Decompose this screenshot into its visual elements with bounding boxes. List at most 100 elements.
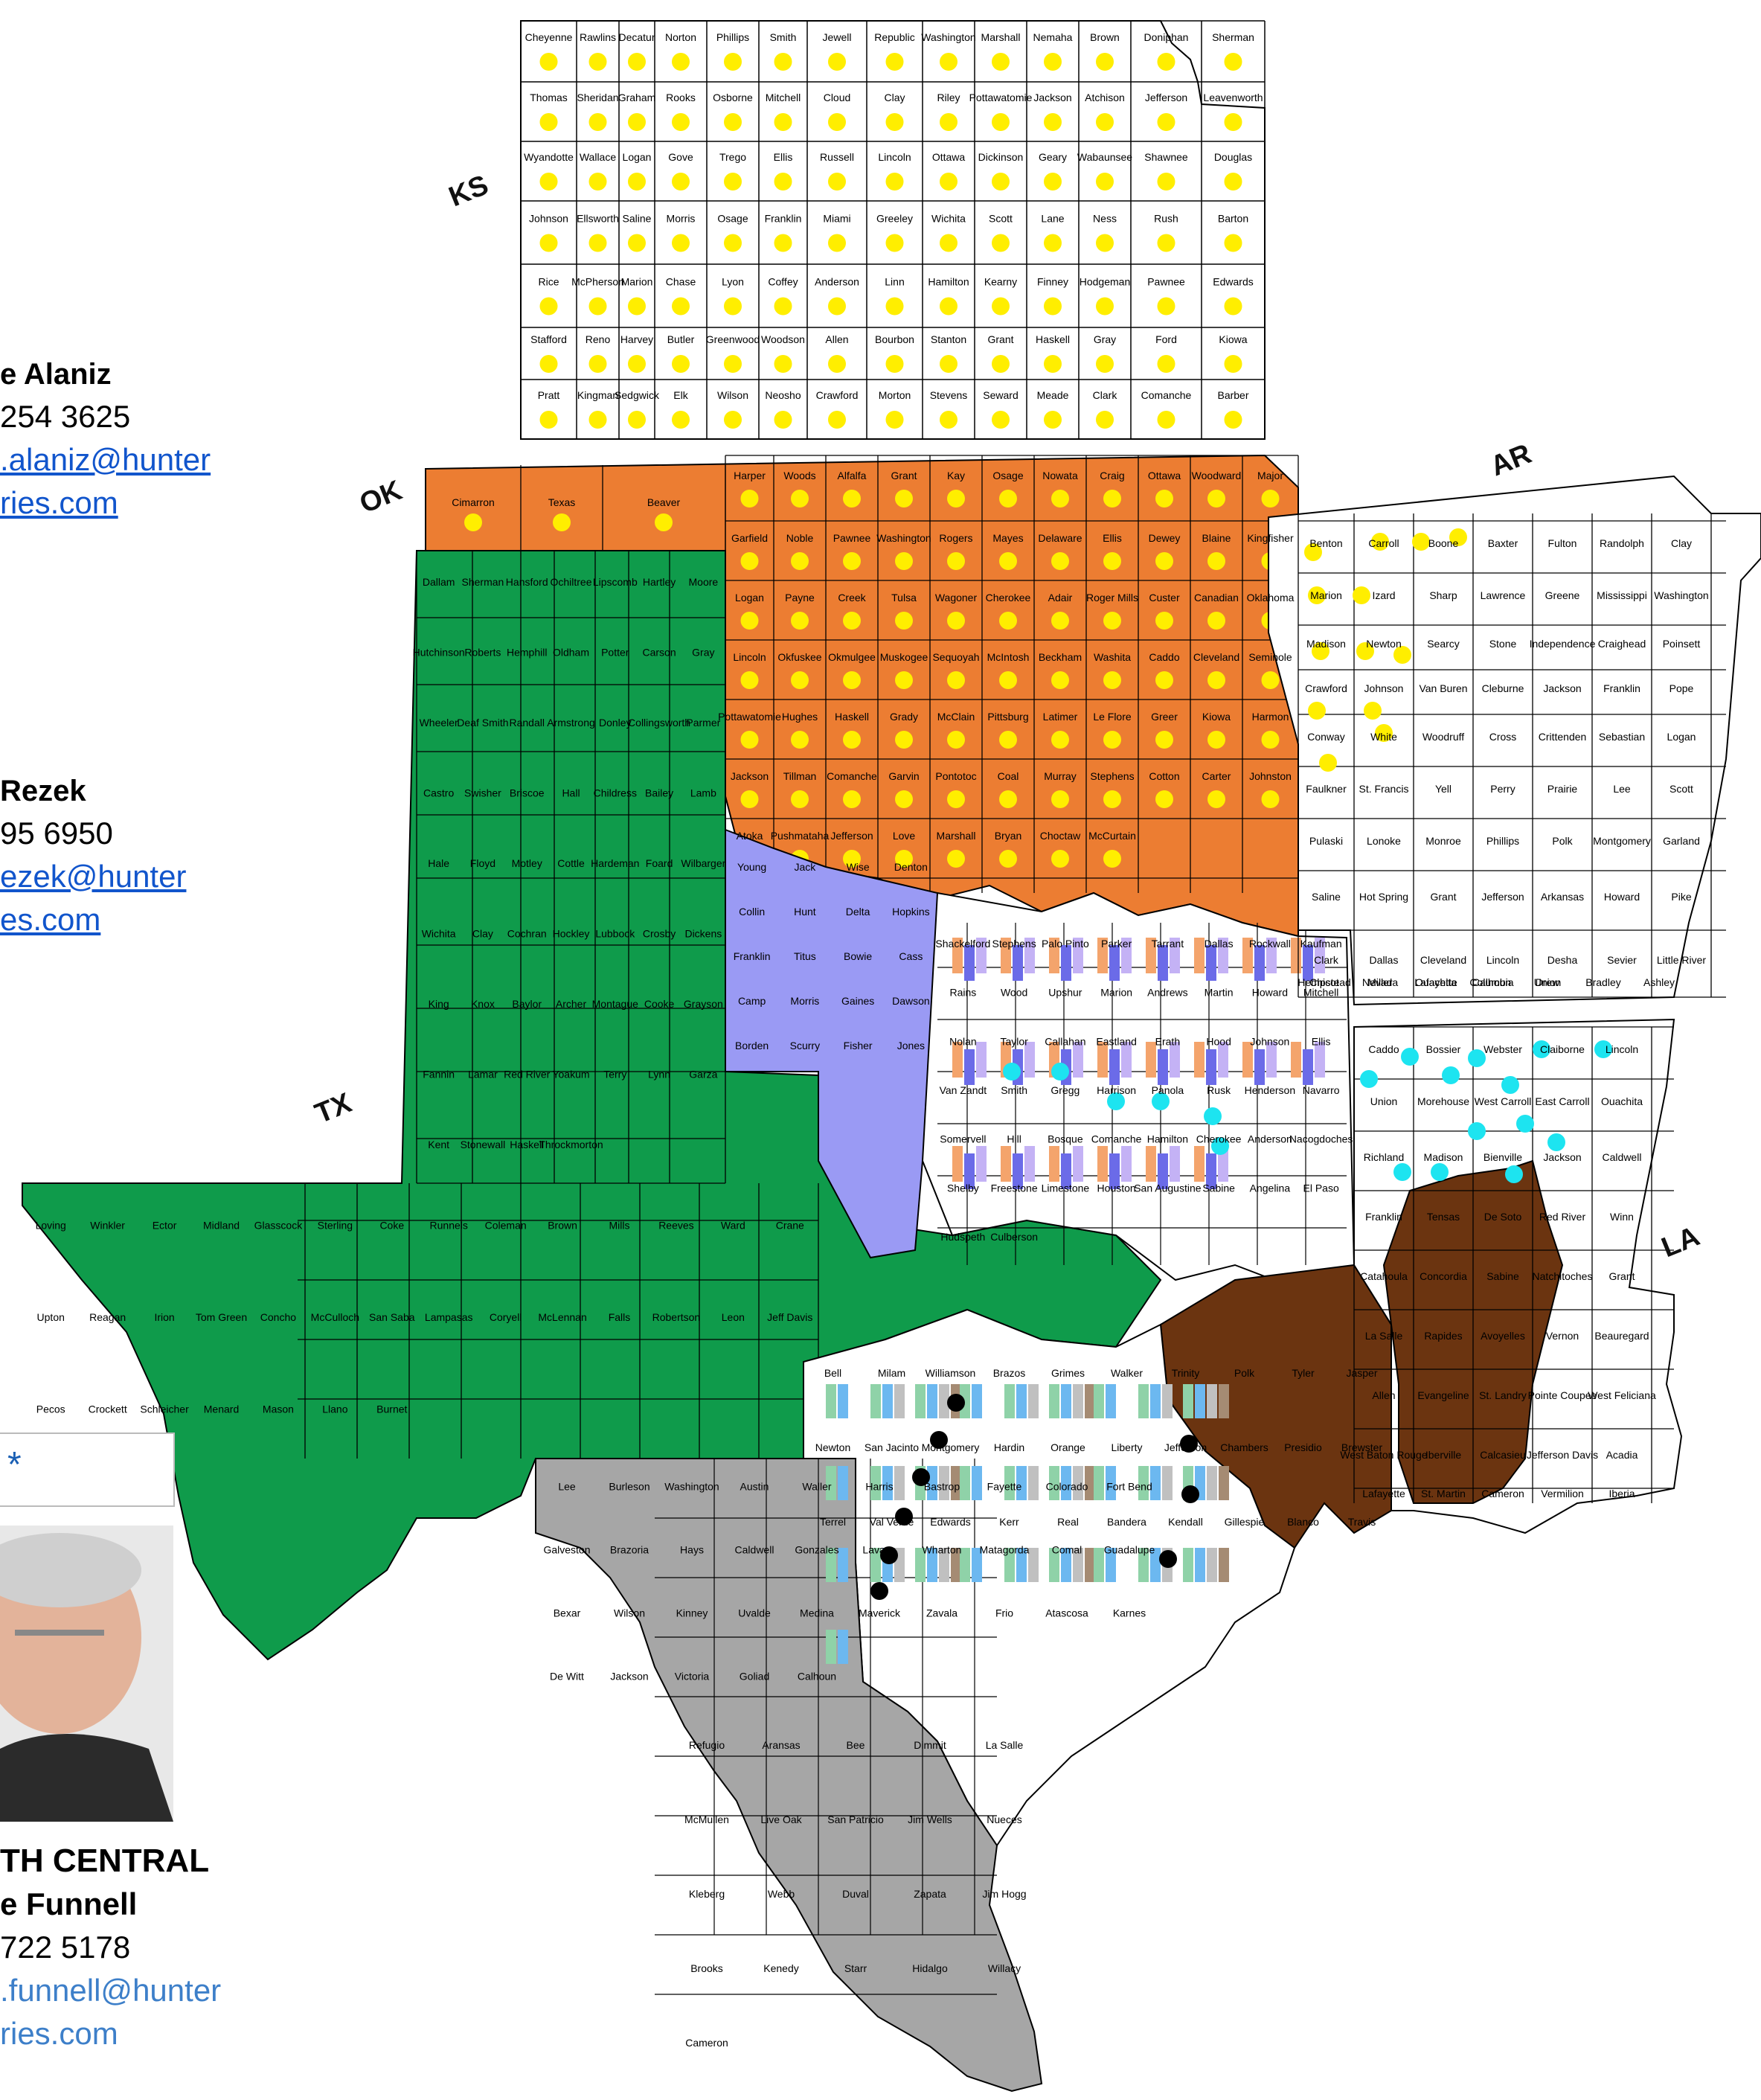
county-label: Dallas	[1370, 954, 1399, 966]
county-label: Ashley	[1643, 976, 1675, 988]
dealer-marker	[1096, 297, 1114, 316]
county-label: Cottle	[557, 857, 585, 869]
contact-email-link[interactable]: ezek@hunter	[0, 859, 187, 894]
county-label: Linn	[885, 276, 904, 288]
county-label: Rooks	[666, 92, 696, 103]
county-label: Hempstead	[1298, 976, 1351, 988]
dealer-marker	[1364, 702, 1382, 720]
dealer-marker	[1103, 612, 1121, 630]
county-label: Matagorda	[980, 1544, 1030, 1556]
dealer-marker	[1224, 411, 1242, 429]
bar-marker	[1106, 1548, 1116, 1582]
county-label: Delta	[846, 906, 870, 918]
county-label: Jewell	[823, 31, 852, 43]
county-label: Custer	[1149, 592, 1180, 604]
dealer-marker	[1308, 702, 1326, 720]
county-label: Falls	[609, 1311, 631, 1323]
dealer-marker	[1207, 490, 1225, 508]
county-label: Throckmorton	[539, 1139, 603, 1150]
county-label: Jack	[794, 861, 816, 873]
bar-marker	[1049, 1466, 1059, 1500]
dealer-marker	[588, 355, 607, 373]
dealer-marker	[843, 731, 861, 749]
county-label: Tillman	[783, 770, 817, 782]
bar-marker	[1218, 1146, 1228, 1182]
county-label: Poinsett	[1663, 638, 1701, 650]
county-label: Gray	[692, 647, 714, 659]
county-label: Eastland	[1096, 1035, 1136, 1047]
county-label: Pike	[1671, 891, 1691, 903]
county-label: Menard	[204, 1403, 239, 1415]
county-label: Sherman	[1212, 31, 1254, 43]
bar-marker	[1073, 1548, 1083, 1582]
bar-marker	[894, 1384, 905, 1418]
county-label: Benton	[1309, 537, 1342, 549]
dealer-marker	[1505, 1165, 1523, 1183]
bar-marker	[1085, 1384, 1095, 1418]
county-label: Polk	[1552, 835, 1573, 847]
contact-email-link-2[interactable]: es.com	[0, 902, 101, 937]
dealer-marker	[672, 297, 690, 316]
county-label: McCulloch	[311, 1311, 359, 1323]
region-email-link-2[interactable]: ries.com	[0, 2016, 118, 2051]
county-label: Major	[1257, 470, 1283, 481]
county-label: Love	[893, 830, 916, 842]
county-label: Hardin	[994, 1441, 1024, 1453]
bar-marker	[1206, 945, 1216, 981]
state-label-la: LA	[1658, 1220, 1704, 1264]
dealer-marker	[940, 53, 958, 71]
county-label: McClain	[937, 711, 975, 723]
dealer-marker	[672, 355, 690, 373]
county-label: Ottawa	[1148, 470, 1181, 481]
county-label: Okfuskee	[777, 651, 821, 663]
county-label: Wise	[847, 861, 870, 873]
county-label: Ottawa	[932, 151, 966, 163]
county-label: Kleberg	[689, 1888, 725, 1900]
dealer-marker	[1044, 411, 1062, 429]
bar-marker	[952, 938, 963, 973]
county-label: Cochran	[507, 927, 547, 939]
county-label: Collingsworth	[628, 717, 690, 729]
bar-marker	[1194, 938, 1205, 973]
county-label: Atoka	[737, 830, 763, 842]
dealer-marker	[1044, 297, 1062, 316]
dealer-marker	[1096, 173, 1114, 191]
county-label: Winkler	[90, 1220, 125, 1232]
region-email-link[interactable]: .funnell@hunter	[0, 1973, 222, 2008]
county-label: Comanche	[827, 770, 877, 782]
bar-marker	[1242, 938, 1253, 973]
county-label: Fannin	[423, 1068, 455, 1080]
county-label: Johnson	[529, 213, 568, 225]
county-label: Brazoria	[610, 1544, 649, 1556]
county-label: Mayes	[992, 532, 1023, 544]
county-label: Okmulgee	[828, 651, 876, 663]
bar-marker	[1158, 945, 1168, 981]
county-label: Clay	[472, 927, 493, 939]
contact-1: e Alaniz 254 3625 .alaniz@hunter ries.co…	[0, 353, 211, 525]
contact-email-link-2[interactable]: ries.com	[0, 485, 118, 520]
county-label: Stevens	[930, 389, 968, 401]
county-label: Chicot	[1309, 976, 1339, 988]
county-label: Crittenden	[1539, 731, 1587, 743]
bar-marker	[1085, 1466, 1095, 1500]
county-label: Hidalgo	[912, 1962, 948, 1974]
county-label: Henderson	[1245, 1084, 1296, 1096]
county-label: Grayson	[684, 998, 723, 1010]
county-label: Garza	[689, 1068, 717, 1080]
county-label: Webster	[1483, 1043, 1522, 1055]
county-label: Seward	[983, 389, 1018, 401]
county-label: Baxter	[1488, 537, 1518, 549]
county-label: Washita	[1094, 651, 1131, 663]
county-label: Barton	[1218, 213, 1248, 225]
dealer-marker	[628, 113, 646, 131]
county-label: Canadian	[1194, 592, 1239, 604]
county-label: Grimes	[1051, 1367, 1085, 1379]
county-label: Smith	[770, 31, 797, 43]
bar-marker	[1024, 1042, 1035, 1078]
bar-marker	[1085, 1548, 1095, 1582]
county-label: Payne	[785, 592, 815, 604]
county-label: Grant	[987, 333, 1013, 345]
contact-email-link[interactable]: .alaniz@hunter	[0, 442, 211, 477]
county-label: Pawnee	[833, 532, 871, 544]
